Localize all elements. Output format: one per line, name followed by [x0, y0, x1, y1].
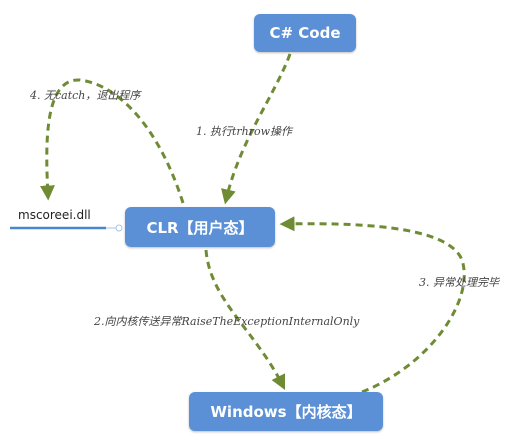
arrow-windows-to-clr [279, 216, 466, 394]
arrow-clr-to-windows [204, 249, 286, 391]
csharp-code-node[interactable]: C# Code [254, 14, 356, 52]
arrow-clr-to-mscoreei [39, 78, 185, 204]
clr-user-mode-node[interactable]: CLR【用户态】 [125, 207, 275, 247]
windows-kernel-mode-node[interactable]: Windows【内核态】 [189, 392, 383, 431]
edge-label-step4: 4. 无catch，退出程序 [30, 89, 141, 102]
leaf-connector-dot [115, 224, 123, 232]
edge-label-step2: 2.向内核传送异常RaiseTheExceptionInternalOnly [94, 315, 360, 328]
edge-label-step1: 1. 执行trhrow操作 [196, 125, 293, 138]
edge-label-step3: 3. 异常处理完毕 [419, 276, 499, 289]
arrow-csharp-to-clr [221, 53, 292, 205]
mscoreei-dll-label[interactable]: mscoreei.dll [18, 208, 91, 222]
